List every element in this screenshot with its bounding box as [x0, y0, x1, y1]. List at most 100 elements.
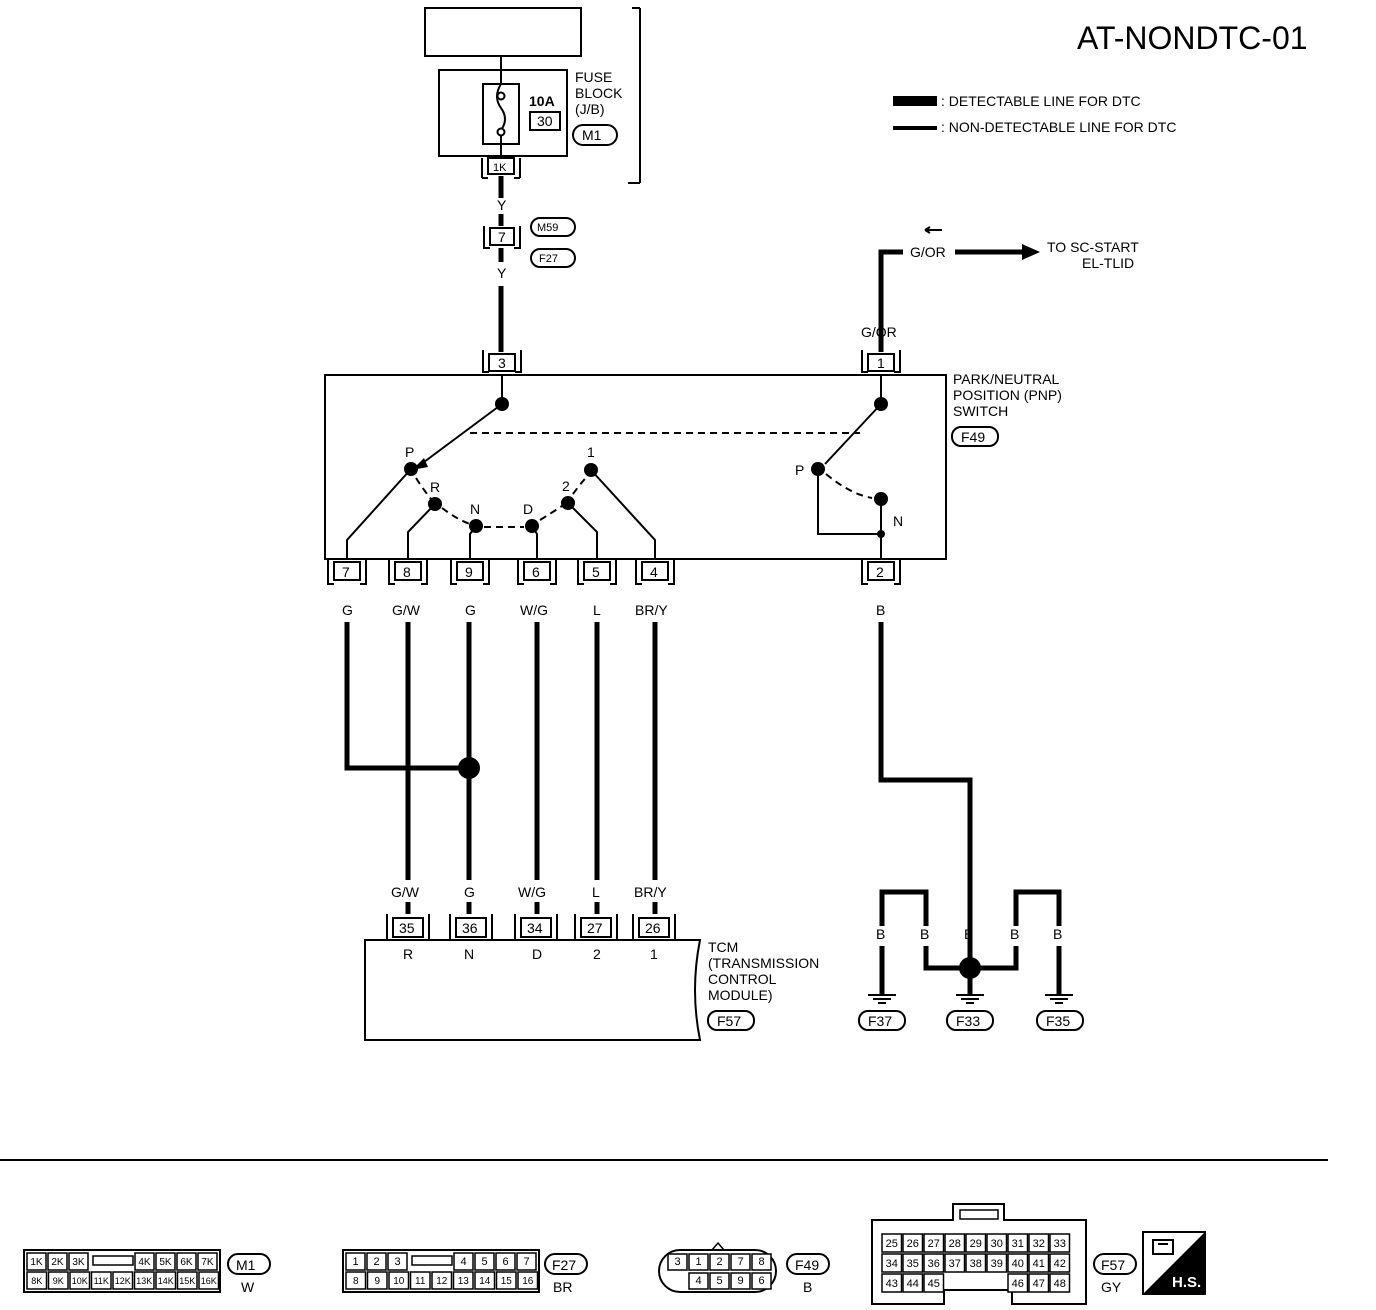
m1-pin: 5K: [159, 1257, 172, 1268]
f57-cell: [1049, 1253, 1071, 1273]
f57-pin: 27: [928, 1238, 940, 1250]
m1-cell: [90, 1271, 112, 1290]
f27-cell: [474, 1271, 496, 1290]
f57-cell: [965, 1233, 987, 1253]
tcm-wire-g: G: [464, 884, 475, 900]
m1-cell: [197, 1252, 218, 1271]
m1-cell: [155, 1252, 176, 1271]
f27-housing: [342, 1249, 540, 1293]
wire-label-b: B: [876, 602, 885, 618]
connector-bracket: [481, 158, 521, 179]
connector-bracket: [388, 560, 428, 585]
f57-pin: 41: [1033, 1258, 1045, 1270]
fuse-rating: 10A: [529, 93, 555, 109]
f27-cell: [409, 1271, 431, 1290]
f27-id: F27: [552, 1257, 576, 1273]
f27-cell: [388, 1271, 410, 1290]
ground-point-f35: F35: [1046, 1013, 1070, 1029]
pnp-terminal-box: [867, 561, 895, 581]
f57-cell: [1049, 1273, 1071, 1293]
f27-color: BR: [553, 1279, 572, 1295]
tcm-terminal-36: 36: [462, 920, 478, 936]
m1-cell: [26, 1271, 48, 1290]
f57-cell: [944, 1253, 966, 1273]
f57-cell: [1007, 1253, 1029, 1273]
f49-cell: [751, 1272, 772, 1290]
m1-cell: [198, 1271, 220, 1290]
tcm-func-2: 2: [593, 946, 601, 962]
tcm-terminal-box: [455, 917, 487, 938]
f27-cell: [474, 1252, 495, 1271]
f49-oval: [786, 1253, 830, 1275]
pos-d: D: [523, 501, 533, 517]
splice-dot-icon: [458, 757, 480, 779]
f49-cell: [688, 1253, 709, 1271]
tcm-terminal-27: 27: [587, 920, 603, 936]
f57-pin: 34: [886, 1258, 898, 1270]
f57-pin: 35: [907, 1258, 919, 1270]
f49-cell: [709, 1253, 730, 1271]
fuse-block: 10A 30 FUSE BLOCK (J/B) M1 1K: [438, 56, 623, 179]
tcm-func-1: 1: [650, 946, 658, 962]
pnp-terminal-1: 1: [877, 355, 885, 371]
f57-cell: [923, 1273, 945, 1293]
f27-pin: 4: [460, 1256, 466, 1268]
tcm-wire-wg: W/G: [518, 884, 546, 900]
pos-2: 2: [562, 478, 570, 494]
f57-cell: [902, 1253, 924, 1273]
junction-dot-icon: [877, 530, 885, 538]
f49-pin: 2: [716, 1256, 722, 1268]
start-ref-line1: TO SC-START: [1047, 239, 1139, 255]
f57-pin: 36: [928, 1258, 940, 1270]
connector-bracket: [517, 560, 557, 585]
contact-line: [817, 469, 881, 535]
wire-label-bry: BR/Y: [635, 602, 668, 618]
hs-triangle-icon: [1143, 1232, 1205, 1294]
fuse-contact-icon: [496, 127, 506, 137]
pnp-label-2: POSITION (PNP): [953, 387, 1062, 403]
joint-terminal: 7: [498, 229, 506, 245]
ground-oval-f33: [946, 1010, 994, 1031]
pnp-terminal-9: 9: [465, 564, 473, 580]
hs-label: H.S.: [1172, 1274, 1201, 1291]
legend: : DETECTABLE LINE FOR DTC : NON-DETECTAB…: [893, 93, 1176, 135]
f27-pin: 3: [394, 1256, 400, 1268]
m1-cell: [133, 1271, 155, 1290]
pnp-terminal-8: 8: [403, 564, 411, 580]
wire-b-ground-left: [879, 889, 929, 926]
f57-pin: 38: [970, 1258, 982, 1270]
tcm-box: [364, 939, 702, 1041]
f49-cell: [730, 1272, 751, 1290]
f57-pin: 45: [928, 1278, 940, 1290]
pnp-terminal-4: 4: [650, 564, 658, 580]
f27-pin: 13: [458, 1276, 470, 1287]
f27-oval: [544, 1253, 588, 1275]
contact-line: [531, 525, 538, 560]
f27-pin: 15: [501, 1276, 513, 1287]
f27-pin: 11: [415, 1276, 426, 1287]
joint-connector-oval-b: [530, 248, 576, 268]
pnp-terminal-3: 3: [498, 355, 506, 371]
ground-icon: [956, 994, 984, 1004]
tcm-terminal-box: [638, 917, 670, 938]
f57-cell: [1007, 1233, 1029, 1253]
f57-cell: [1007, 1273, 1029, 1293]
fuse-element-icon: [496, 56, 506, 156]
f49-pin: 7: [737, 1256, 743, 1268]
f57-cell: [944, 1233, 966, 1253]
m1-cell: [112, 1271, 134, 1290]
arrow-left-icon: [924, 226, 942, 234]
fuse-number: 30: [537, 113, 553, 129]
contact-line: [346, 468, 412, 560]
f27-cell: [495, 1252, 516, 1271]
tcm-terminal-box: [580, 917, 612, 938]
m1-pin: 7K: [201, 1257, 214, 1268]
tcm-func-d: D: [532, 946, 542, 962]
pnp-terminal-5: 5: [592, 564, 600, 580]
fuse-label-3: (J/B): [575, 101, 605, 117]
tcm-func-n: N: [464, 946, 474, 962]
fuse-contact-icon: [496, 91, 506, 101]
